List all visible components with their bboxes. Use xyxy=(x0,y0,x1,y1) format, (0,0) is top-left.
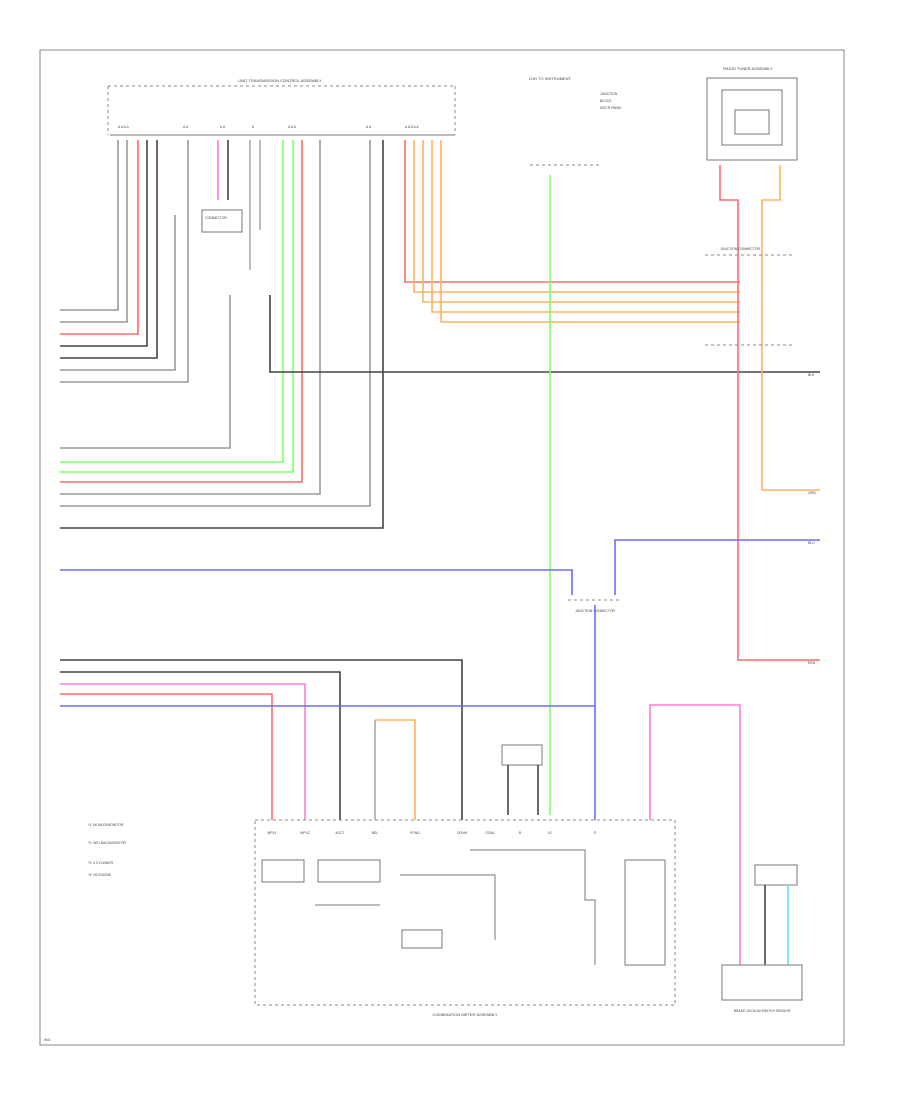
legend: *1: W/ BACKMONITOR *2: W/O BACKMONITOR *… xyxy=(88,823,127,877)
svg-text:ORN: ORN xyxy=(808,491,816,495)
center-connector: LHD TO INSTRUMENT JUNCTION BLOCK INSTR P… xyxy=(529,76,622,166)
svg-text:A A A: A A A xyxy=(288,125,297,129)
svg-text:A A: A A xyxy=(220,125,226,129)
svg-text:A A A A A: A A A A A xyxy=(405,125,419,129)
svg-text:RED: RED xyxy=(808,661,816,665)
top-left-unit: UNIT TRANSMISSION CONTROL ASSEMBLY A A A… xyxy=(107,78,456,136)
legend-item-2: *2: W/O BACKMONITOR xyxy=(88,841,127,845)
combination-meter: MPX1 MPX2 ACCT BEL PCNG OGNH OGNL B IG E COMBINAT… xyxy=(254,819,676,1017)
lower-left-bundle xyxy=(60,659,595,820)
right-junction-label: JUNCTION CONNECTOR xyxy=(720,247,760,251)
svg-text:A A: A A xyxy=(183,125,189,129)
meter-terminal-label: OGNH xyxy=(457,831,468,835)
svg-text:INSTR PANEL: INSTR PANEL xyxy=(600,106,622,110)
meter-terminal-label: PCNG xyxy=(410,831,420,835)
svg-text:A: A xyxy=(252,125,255,129)
legend-item-4: *4: V6 ENGINE xyxy=(88,873,112,877)
page-label: W/A xyxy=(44,1038,51,1042)
combination-meter-box xyxy=(254,819,676,1006)
orange-bundle xyxy=(404,140,740,323)
svg-text:BLK: BLK xyxy=(808,373,815,377)
legend-item-3: *3: 4 CYLINDER xyxy=(88,861,114,865)
meter-terminal-label: B xyxy=(519,831,522,835)
combination-meter-label: COMBINATION METER ASSEMBLY xyxy=(432,1012,498,1017)
svg-text:A A A A: A A A A xyxy=(118,125,129,129)
meter-terminal-label: IG xyxy=(548,831,552,835)
svg-text:BLU: BLU xyxy=(808,541,815,545)
right-junction: JUNCTION CONNECTOR xyxy=(705,247,795,346)
top-right-ecu-label: RADIO TUNER ASSEMBLY xyxy=(723,66,773,71)
meter-terminals: MPX1 MPX2 ACCT BEL PCNG OGNH OGNL B IG E xyxy=(267,831,596,835)
svg-text:A A: A A xyxy=(366,125,372,129)
meter-terminal-label: OGNL xyxy=(485,831,495,835)
svg-text:CONNECTOR: CONNECTOR xyxy=(205,216,227,220)
meter-terminal-label: MPX1 xyxy=(267,831,276,835)
meter-terminal-label: E xyxy=(594,831,597,835)
svg-text:BLOCK: BLOCK xyxy=(600,99,612,103)
left-wire-bundle-2 xyxy=(60,140,384,529)
stop-switch: BRAKE VACUUM SWITCH SENSOR xyxy=(721,864,803,1013)
meter-terminal-label: MPX2 xyxy=(300,831,309,835)
meter-terminal-label: BEL xyxy=(372,831,379,835)
svg-text:JUNCTION: JUNCTION xyxy=(600,92,618,96)
legend-item-1: *1: W/ BACKMONITOR xyxy=(88,823,124,827)
top-left-unit-label: UNIT TRANSMISSION CONTROL ASSEMBLY xyxy=(238,78,322,83)
diagram-frame xyxy=(39,49,845,1046)
meter-terminal-label: ACCT xyxy=(335,831,344,835)
stop-switch-label: BRAKE VACUUM SWITCH SENSOR xyxy=(734,1009,791,1013)
left-wire-bundle-1 xyxy=(60,140,189,383)
top-right-ecu: RADIO TUNER ASSEMBLY xyxy=(706,66,798,161)
center-connector-label: LHD TO INSTRUMENT xyxy=(529,76,571,81)
